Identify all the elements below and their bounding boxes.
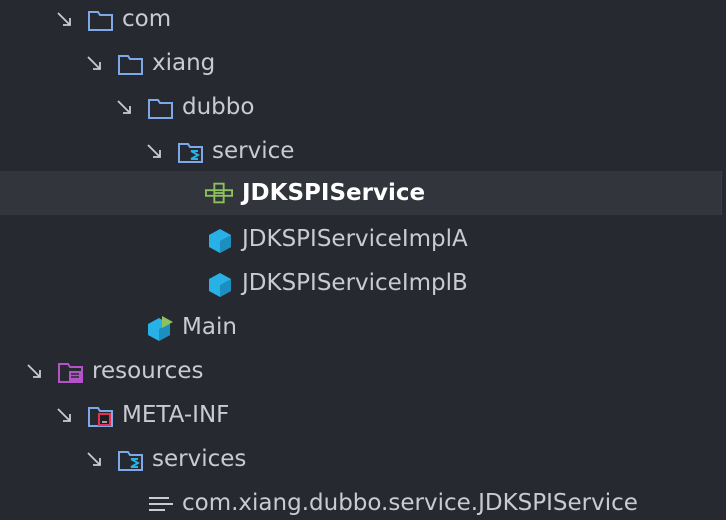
tree-item-label: Main bbox=[182, 314, 237, 340]
tree-row-meta-inf[interactable]: META-INF bbox=[0, 396, 722, 440]
tree-row-spi-config-file[interactable]: com.xiang.dubbo.service.JDKSPIService bbox=[0, 484, 722, 520]
tree-item-label: JDKSPIService bbox=[242, 180, 426, 206]
tree-row-jdkspiserviceimplb[interactable]: JDKSPIServiceImplB bbox=[0, 264, 722, 308]
tree-item-label: com bbox=[122, 6, 172, 32]
expand-arrow-icon[interactable] bbox=[25, 361, 45, 383]
folder-icon bbox=[118, 55, 143, 75]
tree-row-main[interactable]: Main bbox=[0, 308, 722, 352]
tree-item-label: META-INF bbox=[122, 402, 230, 428]
source-folder-icon bbox=[118, 451, 143, 471]
meta-inf-folder-icon bbox=[88, 407, 113, 427]
tree-row-jdkspiserviceimpla[interactable]: JDKSPIServiceImplA bbox=[0, 220, 722, 264]
expand-arrow-icon[interactable] bbox=[85, 53, 105, 75]
tree-item-label: com.xiang.dubbo.service.JDKSPIService bbox=[182, 490, 638, 516]
class-icon bbox=[209, 273, 231, 297]
tree-item-label: dubbo bbox=[182, 94, 255, 120]
runnable-class-icon bbox=[148, 316, 173, 341]
tree-row-service[interactable]: service bbox=[0, 132, 722, 176]
tree-row-jdkspiservice[interactable]: JDKSPIService bbox=[0, 171, 722, 215]
expand-arrow-icon[interactable] bbox=[115, 97, 135, 119]
text-file-icon bbox=[149, 497, 173, 511]
tree-item-label: services bbox=[152, 446, 247, 472]
tree-item-label: JDKSPIServiceImplA bbox=[242, 226, 468, 252]
tree-item-label: resources bbox=[92, 358, 204, 384]
source-folder-icon bbox=[178, 143, 203, 163]
tree-row-resources[interactable]: resources bbox=[0, 352, 722, 396]
folder-icon bbox=[88, 11, 113, 31]
expand-arrow-icon[interactable] bbox=[55, 405, 75, 427]
tree-item-label: service bbox=[212, 138, 295, 164]
expand-arrow-icon[interactable] bbox=[55, 9, 75, 31]
folder-icon bbox=[148, 99, 173, 119]
expand-arrow-icon[interactable] bbox=[145, 141, 165, 163]
resources-folder-icon bbox=[58, 363, 83, 383]
class-icon bbox=[209, 229, 231, 253]
tree-item-label: xiang bbox=[152, 50, 216, 76]
tree-item-label: JDKSPIServiceImplB bbox=[242, 270, 468, 296]
tree-row-dubbo[interactable]: dubbo bbox=[0, 88, 722, 132]
tree-row-services[interactable]: services bbox=[0, 440, 722, 484]
interface-icon bbox=[205, 182, 233, 204]
expand-arrow-icon[interactable] bbox=[85, 449, 105, 471]
tree-row-com[interactable]: com bbox=[0, 0, 722, 44]
tree-row-xiang[interactable]: xiang bbox=[0, 44, 722, 88]
